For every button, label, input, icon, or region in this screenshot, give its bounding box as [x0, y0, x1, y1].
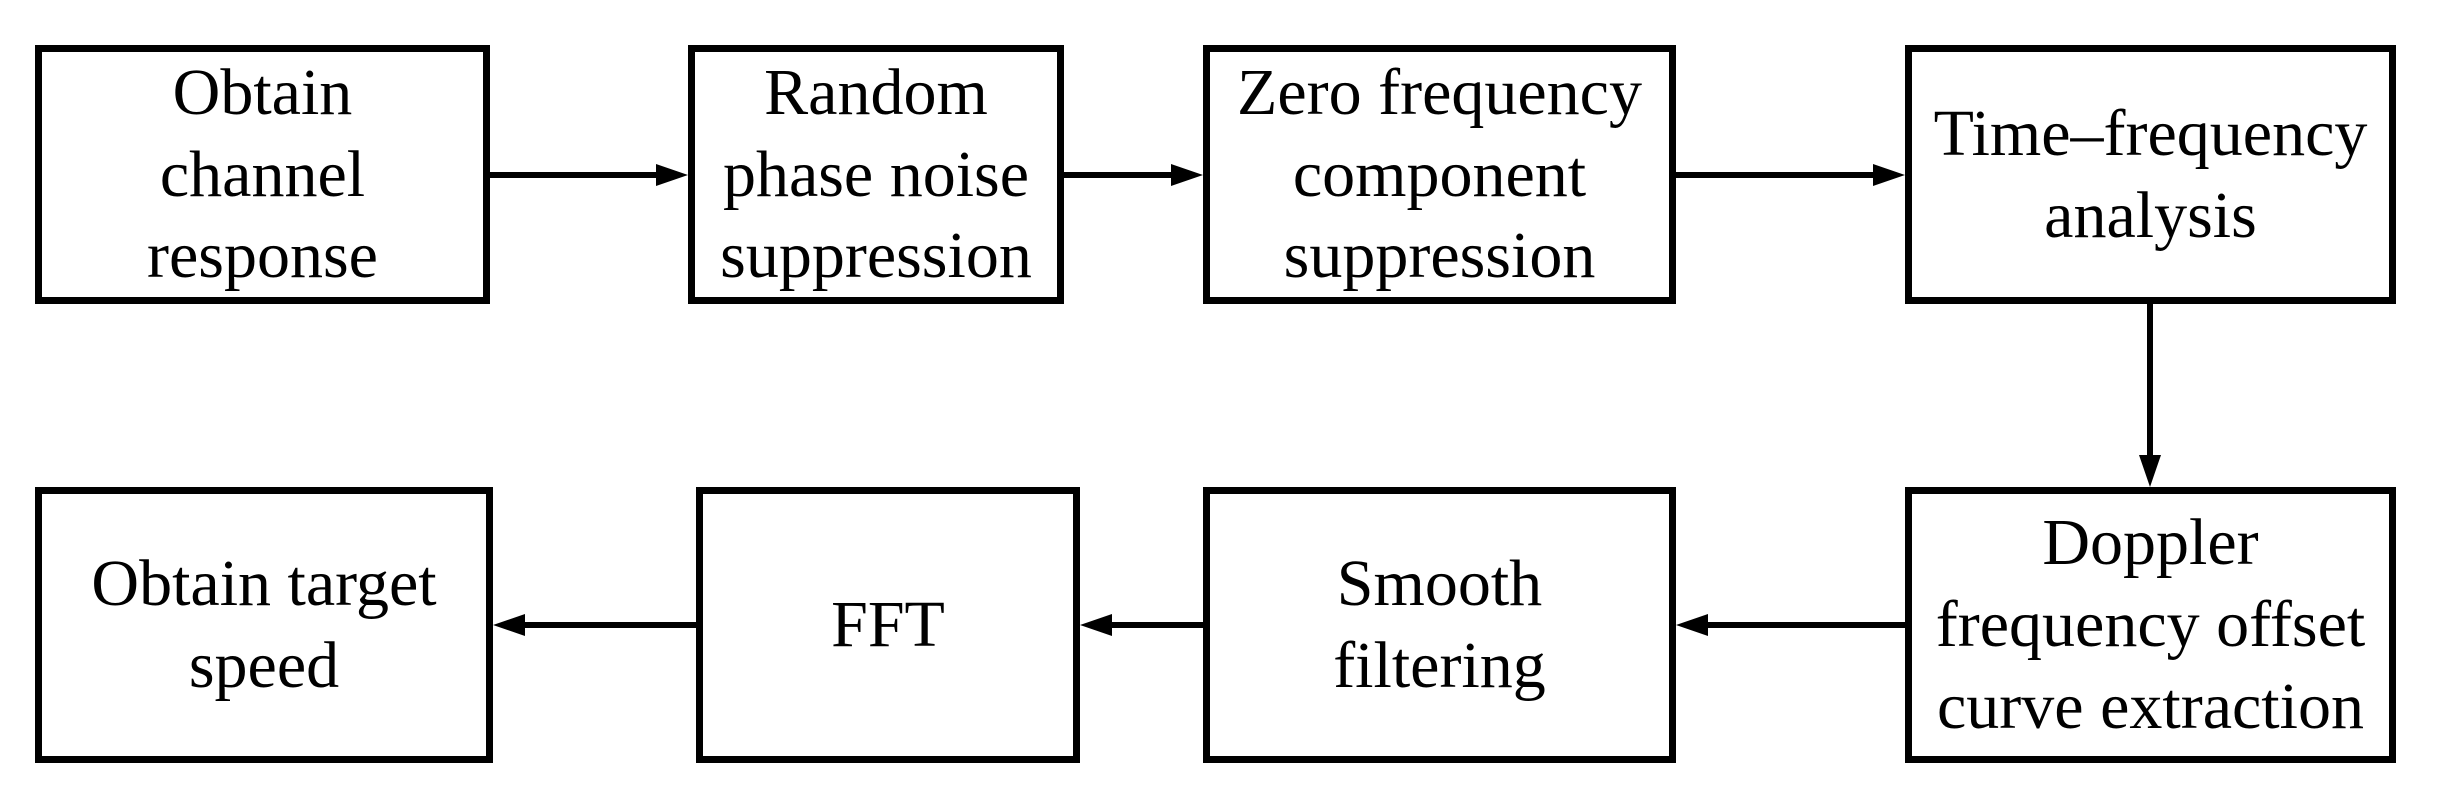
- arrow-phase-noise-to-zero-frequency: [1064, 164, 1203, 186]
- node-label: Zero frequency component suppression: [1237, 55, 1642, 293]
- node-obtain-channel-response: Obtain channel response: [35, 45, 490, 304]
- node-label: FFT: [831, 588, 945, 662]
- arrow-time-frequency-to-doppler-offset: [2139, 304, 2161, 487]
- node-label: Doppler frequency offset curve extractio…: [1935, 506, 2366, 743]
- arrow-smooth-filtering-to-fft: [1080, 614, 1203, 636]
- node-label: Random phase noise suppression: [720, 55, 1032, 293]
- arrow-doppler-offset-to-smooth-filtering: [1676, 614, 1905, 636]
- node-label: Smooth filtering: [1333, 547, 1546, 702]
- arrow-channel-response-to-phase-noise: [490, 164, 688, 186]
- node-doppler-frequency-offset-curve-extraction: Doppler frequency offset curve extractio…: [1905, 487, 2396, 763]
- node-label: Time–frequency analysis: [1933, 96, 2368, 252]
- node-zero-frequency-component-suppression: Zero frequency component suppression: [1203, 45, 1676, 304]
- node-smooth-filtering: Smooth filtering: [1203, 487, 1676, 763]
- node-random-phase-noise-suppression: Random phase noise suppression: [688, 45, 1064, 304]
- node-obtain-target-speed: Obtain target speed: [35, 487, 493, 763]
- arrow-fft-to-target-speed: [493, 614, 696, 636]
- arrow-zero-frequency-to-time-frequency: [1676, 164, 1905, 186]
- node-label: Obtain channel response: [147, 55, 378, 293]
- node-label: Obtain target speed: [91, 547, 437, 702]
- node-time-frequency-analysis: Time–frequency analysis: [1905, 45, 2396, 304]
- node-fft: FFT: [696, 487, 1080, 763]
